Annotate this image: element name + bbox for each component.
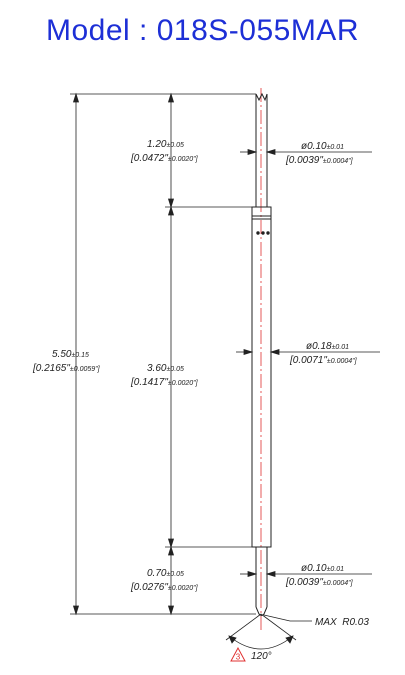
tip-bottom-inch-label: [0.0276"±0.0020"] [130, 582, 199, 593]
bottom-tip [255, 547, 268, 616]
dimension-labels: 5.50±0.15 [0.2165"±0.0059"] 1.20±0.05 [0… [32, 139, 369, 662]
dia-top-inch-label: [0.0039"±0.0004"] [285, 155, 354, 166]
extension-lines [70, 93, 256, 615]
angle-label: 120° [251, 651, 272, 662]
tip-top-inch-label: [0.0472"±0.0020"] [130, 153, 199, 164]
barrel [251, 206, 272, 548]
radius-leader [263, 614, 312, 622]
diameter-leaders [236, 148, 380, 578]
revision-triangle: 3 [230, 646, 246, 662]
overall-dimension [72, 92, 80, 616]
barrel-inch-label: [0.1417"±0.0020"] [130, 377, 199, 388]
segment-dimensions [167, 92, 175, 616]
dia-bottom-label: ø0.10±0.01 [301, 563, 344, 574]
dia-top-label: ø0.10±0.01 [301, 141, 344, 152]
dia-bottom-inch-label: [0.0039"±0.0004"] [285, 577, 354, 588]
tip-bottom-label: 0.70±0.05 [147, 568, 184, 579]
top-tip [255, 92, 268, 207]
angle-dimension [225, 613, 297, 650]
dia-barrel-label: ø0.18±0.01 [306, 341, 349, 352]
revision-number: 3 [236, 653, 241, 662]
tip-top-label: 1.20±0.05 [147, 139, 184, 150]
radius-note: MAX R0.03 [315, 617, 369, 628]
page-title: Model : 018S-055MAR [46, 14, 359, 47]
barrel-label: 3.60±0.05 [147, 363, 184, 374]
dia-barrel-inch-label: [0.0071"±0.0004"] [289, 355, 358, 366]
overall-inch-label: [0.2165"±0.0059"] [32, 363, 101, 374]
overall-label: 5.50±0.15 [52, 349, 89, 360]
